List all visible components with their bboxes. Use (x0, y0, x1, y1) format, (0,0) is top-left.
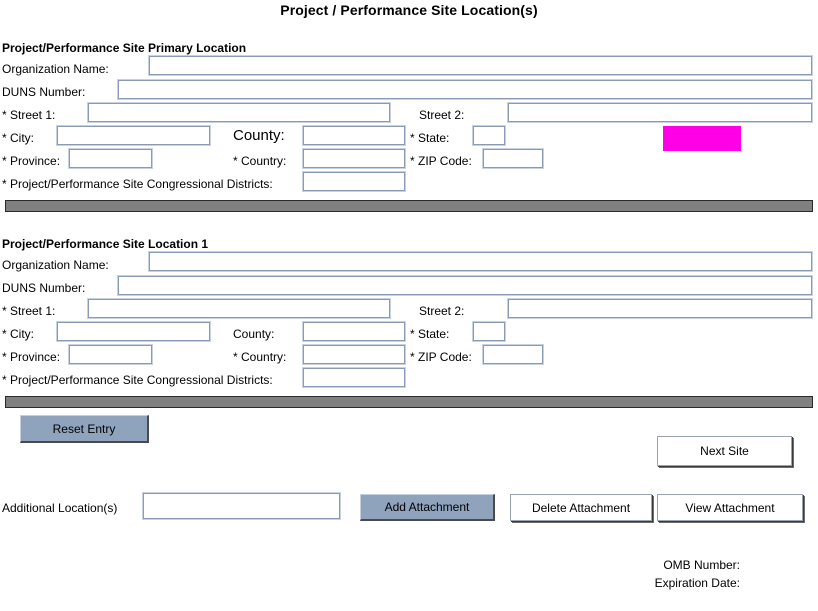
input-street2-location-1[interactable] (508, 299, 812, 318)
input-city-primary[interactable] (57, 126, 210, 145)
input-street1-location-1[interactable] (88, 299, 390, 318)
label-street1-primary: * Street 1: (2, 108, 56, 122)
label-city-primary: * City: (2, 131, 35, 145)
input-province-primary[interactable] (69, 149, 152, 168)
expiration-date-label: Expiration Date: (654, 576, 740, 590)
input-congressional-districts-location-1[interactable] (303, 368, 405, 387)
label-street2-primary: Street 2: (419, 108, 465, 122)
input-county-primary[interactable] (303, 126, 405, 145)
label-congressional-districts-location-1: * Project/Performance Site Congressional… (2, 373, 273, 387)
label-state-location-1: * State: (410, 327, 450, 341)
input-duns-primary[interactable] (118, 80, 812, 99)
label-duns-primary: DUNS Number: (2, 85, 86, 99)
input-zip-primary[interactable] (483, 149, 543, 168)
label-city-location-1: * City: (2, 327, 35, 341)
label-country-location-1: * Country: (233, 350, 287, 364)
label-zip-primary: * ZIP Code: (410, 154, 472, 168)
label-county-primary: County: (233, 127, 285, 144)
input-street1-primary[interactable] (88, 103, 390, 122)
input-state-primary[interactable] (473, 126, 505, 145)
section-heading-location-1: Project/Performance Site Location 1 (2, 237, 209, 251)
reset-entry-button[interactable]: Reset Entry (20, 415, 149, 443)
input-city-location-1[interactable] (57, 322, 210, 341)
label-street1-location-1: * Street 1: (2, 304, 56, 318)
input-organization-name-primary[interactable] (149, 56, 812, 75)
input-zip-location-1[interactable] (483, 345, 543, 364)
label-county-location-1: County: (233, 327, 275, 341)
delete-attachment-button[interactable]: Delete Attachment (510, 494, 652, 521)
section-heading-primary: Project/Performance Site Primary Locatio… (2, 41, 247, 55)
input-duns-location-1[interactable] (118, 276, 812, 295)
label-state-primary: * State: (410, 131, 450, 145)
highlight-block (663, 126, 741, 151)
label-province-primary: * Province: (2, 154, 61, 168)
label-additional-locations: Additional Location(s) (2, 501, 118, 515)
input-country-primary[interactable] (303, 149, 405, 168)
omb-number-label: OMB Number: (663, 558, 740, 572)
label-organization-name-primary: Organization Name: (2, 62, 109, 76)
label-organization-name-location-1: Organization Name: (2, 258, 109, 272)
input-province-location-1[interactable] (69, 345, 152, 364)
label-congressional-districts-primary: * Project/Performance Site Congressional… (2, 177, 273, 191)
add-attachment-button[interactable]: Add Attachment (360, 494, 495, 521)
view-attachment-button[interactable]: View Attachment (657, 494, 803, 521)
label-duns-location-1: DUNS Number: (2, 281, 86, 295)
label-zip-location-1: * ZIP Code: (410, 350, 472, 364)
input-state-location-1[interactable] (473, 322, 505, 341)
input-congressional-districts-primary[interactable] (303, 172, 405, 191)
section-divider-1 (5, 200, 813, 212)
input-additional-locations[interactable] (143, 493, 340, 519)
label-street2-location-1: Street 2: (419, 304, 465, 318)
input-country-location-1[interactable] (303, 345, 405, 364)
page-title: Project / Performance Site Location(s) (280, 2, 538, 18)
input-street2-primary[interactable] (508, 103, 812, 122)
label-province-location-1: * Province: (2, 350, 61, 364)
next-site-button[interactable]: Next Site (657, 436, 792, 466)
input-organization-name-location-1[interactable] (149, 252, 812, 271)
section-divider-2 (5, 396, 813, 408)
input-county-location-1[interactable] (303, 322, 405, 341)
label-country-primary: * Country: (233, 154, 287, 168)
